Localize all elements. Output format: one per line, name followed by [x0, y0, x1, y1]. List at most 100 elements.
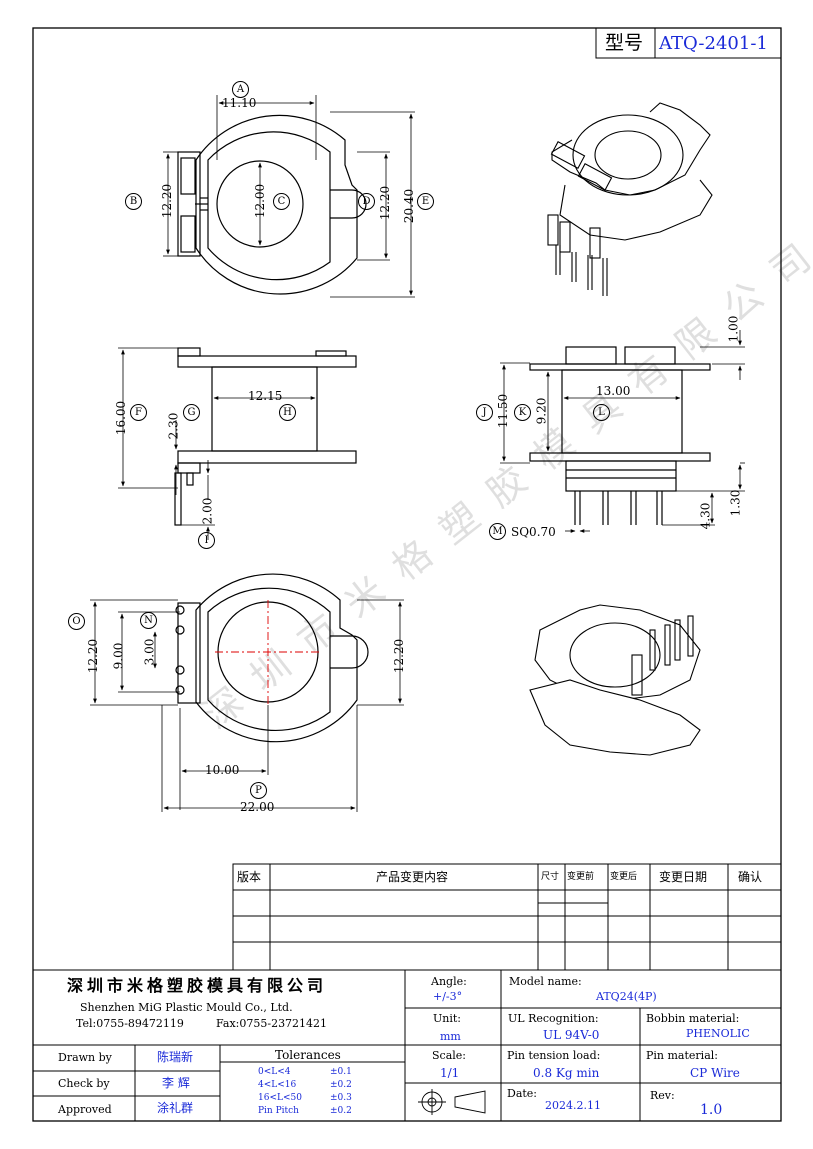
- dim-pin-length: 4.30: [698, 502, 713, 530]
- dim-f: 16.00: [114, 400, 129, 436]
- date-label: Date:: [507, 1087, 538, 1100]
- tol-value-1: ±0.1: [330, 1067, 352, 1077]
- dim-e: 20.40: [402, 188, 417, 224]
- model-number: ATQ-2401-1: [659, 33, 768, 54]
- rev-value: 1.0: [700, 1102, 723, 1118]
- company-tel: Tel:0755-89472119: [76, 1017, 184, 1030]
- rev-label: Rev:: [650, 1089, 675, 1102]
- marker-a: A: [232, 81, 249, 98]
- tol-range-4: Pin Pitch: [258, 1106, 299, 1116]
- pin-tension-value: 0.8 Kg min: [533, 1066, 600, 1080]
- model-name-label: Model name:: [509, 975, 582, 988]
- dim-pin-standoff: 1.30: [728, 489, 743, 517]
- check-by-label: Check by: [58, 1077, 110, 1090]
- dim-o: 12.20: [86, 638, 101, 674]
- model-name-value: ATQ24(4P): [596, 990, 657, 1003]
- dim-d: 12.20: [378, 185, 393, 221]
- marker-o: O: [68, 613, 85, 630]
- front-view: [529, 346, 711, 525]
- dim-n-pitch: 3.00: [142, 638, 157, 666]
- side-view: [174, 347, 357, 526]
- dim-n: 9.00: [111, 642, 126, 670]
- approved-label: Approved: [58, 1103, 112, 1116]
- marker-j: J: [476, 404, 493, 421]
- angle-label: Angle:: [431, 975, 467, 988]
- angle-value: +/-3°: [433, 990, 463, 1003]
- rev-header-confirm: 确认: [738, 870, 763, 884]
- drawn-by-label: Drawn by: [58, 1051, 112, 1064]
- dim-p2: 22.00: [240, 800, 275, 814]
- pin-material-label: Pin material:: [646, 1049, 718, 1062]
- ul-label: UL Recognition:: [508, 1012, 599, 1025]
- sheet-border: [32, 27, 782, 1122]
- company-name-cn: 深圳市米格塑胶模具有限公司: [67, 976, 328, 995]
- dim-l: 13.00: [596, 384, 631, 398]
- bobbin-label: Bobbin material:: [646, 1012, 740, 1025]
- tol-range-2: 4<L<16: [258, 1080, 297, 1090]
- dim-j: 11.50: [496, 393, 511, 429]
- side-view-dims: [118, 347, 316, 540]
- marker-n: N: [140, 612, 157, 629]
- dim-top: 1.00: [726, 315, 741, 343]
- bottom-view-centerlines: [215, 600, 320, 705]
- tol-range-1: 0<L<4: [258, 1067, 291, 1077]
- rev-header-before: 变更前: [567, 872, 595, 882]
- iso-view-1: [547, 102, 713, 296]
- watermark: 深圳市米格塑胶模具有限公司: [195, 222, 813, 737]
- dim-k: 9.20: [534, 397, 549, 425]
- svg-text:深圳市米格塑胶模具有限公司: 深圳市米格塑胶模具有限公司: [195, 222, 813, 737]
- dim-p1: 10.00: [205, 763, 240, 777]
- rev-header-version: 版本: [237, 870, 262, 884]
- iso-view-2: [529, 604, 701, 756]
- rev-header-date: 变更日期: [659, 870, 708, 884]
- dim-g: 2.30: [166, 412, 181, 440]
- tolerances-label: Tolerances: [275, 1048, 341, 1062]
- marker-b: B: [125, 193, 142, 210]
- unit-value: mm: [440, 1030, 461, 1043]
- marker-d: D: [358, 193, 375, 210]
- rev-header-content: 产品变更内容: [376, 870, 449, 884]
- marker-h: H: [279, 404, 296, 421]
- unit-label: Unit:: [433, 1012, 461, 1025]
- tol-value-2: ±0.2: [330, 1080, 352, 1090]
- company-name-en: Shenzhen MiG Plastic Mould Co., Ltd.: [80, 1001, 293, 1014]
- tol-value-4: ±0.2: [330, 1106, 352, 1116]
- title-block-lines: [33, 969, 781, 1121]
- dim-b: 12.20: [160, 183, 175, 219]
- marker-g: G: [183, 404, 200, 421]
- marker-l: L: [593, 404, 610, 421]
- drawn-by-value: 陈瑞新: [157, 1050, 194, 1064]
- marker-e: E: [417, 193, 434, 210]
- date-value: 2024.2.11: [545, 1099, 601, 1112]
- rev-header-size: 尺寸: [541, 872, 560, 882]
- company-fax: Fax:0755-23721421: [216, 1017, 328, 1030]
- approved-value: 涂礼群: [157, 1101, 194, 1115]
- dim-h: 12.15: [248, 389, 283, 403]
- projection-symbol: [418, 1089, 486, 1115]
- marker-f: F: [130, 404, 147, 421]
- bobbin-value: PHENOLIC: [686, 1027, 750, 1040]
- bottom-view-dims: [90, 599, 404, 812]
- check-by-value: 李 辉: [162, 1076, 190, 1090]
- tol-range-3: 16<L<50: [258, 1093, 302, 1103]
- top-view-dims: [163, 95, 415, 298]
- top-view: [177, 114, 367, 295]
- marker-c: C: [273, 193, 290, 210]
- pin-material-value: CP Wire: [690, 1066, 740, 1080]
- dim-a: 11.10: [222, 96, 257, 110]
- ul-value: UL 94V-0: [543, 1028, 600, 1042]
- model-box: [595, 27, 782, 59]
- marker-m: M: [489, 523, 506, 540]
- front-view-dims: [500, 330, 745, 533]
- marker-p: P: [250, 782, 267, 799]
- marker-i: I: [198, 532, 215, 549]
- tol-value-3: ±0.3: [330, 1093, 352, 1103]
- marker-k: K: [514, 404, 531, 421]
- scale-value: 1/1: [440, 1066, 460, 1080]
- dim-c: 12.00: [253, 183, 268, 219]
- scale-label: Scale:: [432, 1049, 466, 1062]
- rev-header-after: 变更后: [610, 872, 638, 882]
- model-label: 型号: [605, 32, 644, 54]
